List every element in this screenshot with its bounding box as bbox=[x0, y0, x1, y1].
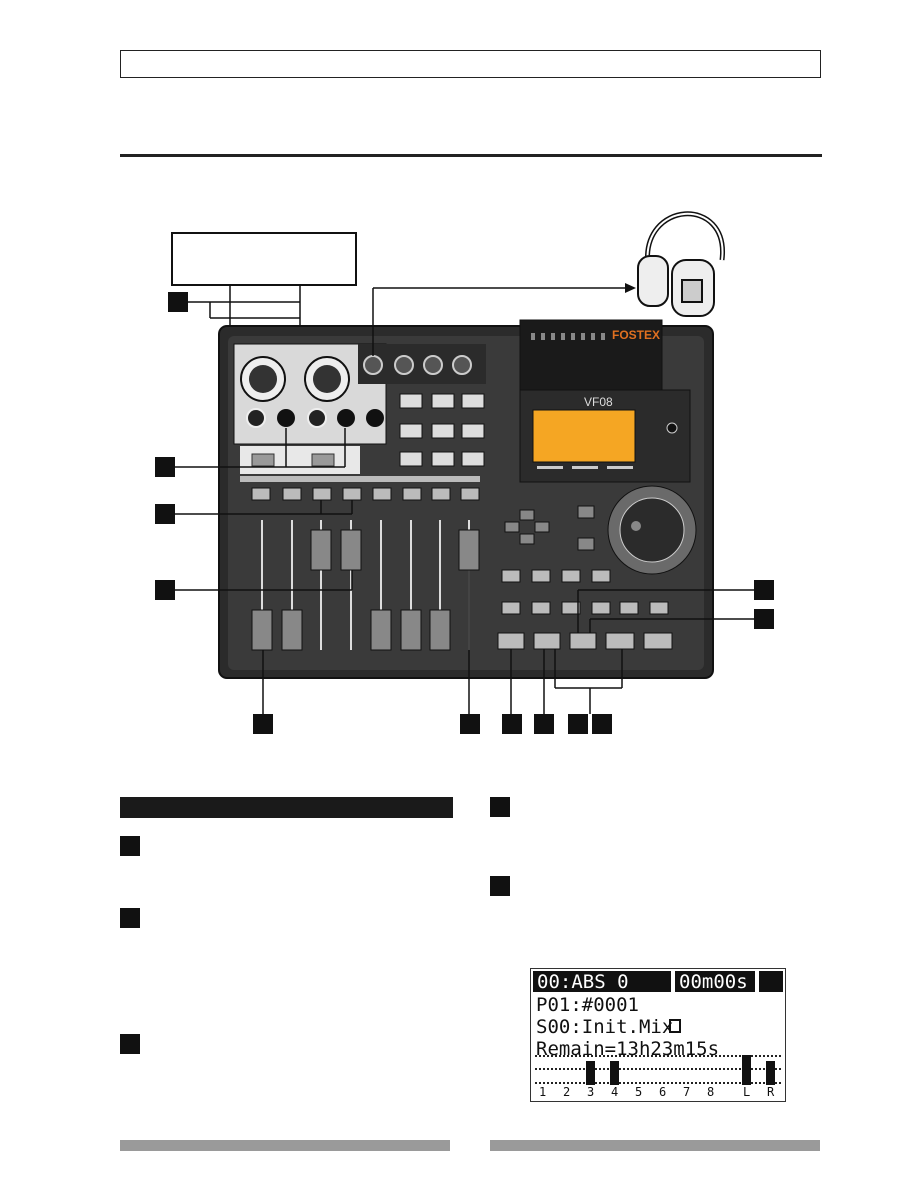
transport-key-rewind bbox=[605, 632, 635, 650]
meter-label-5: 5 bbox=[635, 1085, 643, 1099]
lcd-time: 00m00s bbox=[675, 971, 755, 993]
item-marker-3 bbox=[120, 1034, 140, 1054]
brand-logo: FOSTEX bbox=[612, 328, 660, 342]
marker-11 bbox=[568, 714, 588, 734]
lcd-program: P01:#0001 bbox=[536, 994, 639, 1016]
fader-5 bbox=[370, 609, 392, 651]
fader-3 bbox=[310, 529, 332, 571]
transport-key-3 bbox=[569, 632, 597, 650]
model-label: VF08 bbox=[584, 395, 613, 409]
transport-key-1 bbox=[497, 632, 525, 650]
marker-5 bbox=[754, 580, 774, 600]
marker-2 bbox=[155, 457, 175, 477]
fader-7 bbox=[429, 609, 451, 651]
marker-1 bbox=[168, 292, 188, 312]
marker-3 bbox=[155, 504, 175, 524]
marker-6 bbox=[754, 609, 774, 629]
transport-key-ffwd bbox=[643, 632, 673, 650]
headphones bbox=[637, 211, 725, 317]
meter-ch3 bbox=[586, 1061, 595, 1085]
item-marker-5 bbox=[490, 876, 510, 896]
fader-4 bbox=[340, 529, 362, 571]
lcd-scene-icon bbox=[669, 1019, 681, 1033]
fader-1 bbox=[251, 609, 273, 651]
fader-2 bbox=[281, 609, 303, 651]
meter-label-2: 2 bbox=[563, 1085, 571, 1099]
meter-label-7: 7 bbox=[683, 1085, 691, 1099]
meter-label-3: 3 bbox=[587, 1085, 595, 1099]
device-illustration: FOSTEX VF08 bbox=[155, 211, 774, 734]
footer-bar-left bbox=[120, 1140, 450, 1151]
lcd-scene: S00:Init.Mix bbox=[536, 1016, 674, 1038]
marker-9 bbox=[502, 714, 522, 734]
meter-label-1: 1 bbox=[539, 1085, 547, 1099]
meter-label-l: L bbox=[743, 1085, 751, 1099]
item-marker-2 bbox=[120, 908, 140, 928]
lcd-display: 00:ABS 0 00m00s P01:#0001 S00:Init.Mix R… bbox=[530, 968, 786, 1102]
meter-l bbox=[742, 1055, 751, 1085]
marker-8 bbox=[460, 714, 480, 734]
transport-key-2 bbox=[533, 632, 561, 650]
lcd-status-block bbox=[759, 971, 783, 992]
item-marker-4 bbox=[490, 797, 510, 817]
marker-4 bbox=[155, 580, 175, 600]
meter-label-6: 6 bbox=[659, 1085, 667, 1099]
footer-bar-right bbox=[490, 1140, 820, 1151]
lcd-abs-counter: 00:ABS 0 bbox=[533, 971, 671, 993]
fader-master bbox=[458, 529, 480, 571]
meter-r bbox=[766, 1061, 775, 1085]
item-marker-1 bbox=[120, 836, 140, 856]
lcd-screen bbox=[532, 409, 636, 463]
title-rule bbox=[120, 154, 822, 157]
section-header-bar bbox=[120, 797, 453, 818]
meter-label-8: 8 bbox=[707, 1085, 715, 1099]
header-box bbox=[120, 50, 821, 78]
fader-6 bbox=[400, 609, 422, 651]
meter-label-r: R bbox=[767, 1085, 775, 1099]
marker-12 bbox=[592, 714, 612, 734]
marker-7 bbox=[253, 714, 273, 734]
meter-ch4 bbox=[610, 1061, 619, 1085]
marker-10 bbox=[534, 714, 554, 734]
meter-label-4: 4 bbox=[611, 1085, 619, 1099]
lcd-remain: Remain=13h23m15s bbox=[536, 1038, 720, 1060]
callout-box bbox=[171, 232, 357, 286]
